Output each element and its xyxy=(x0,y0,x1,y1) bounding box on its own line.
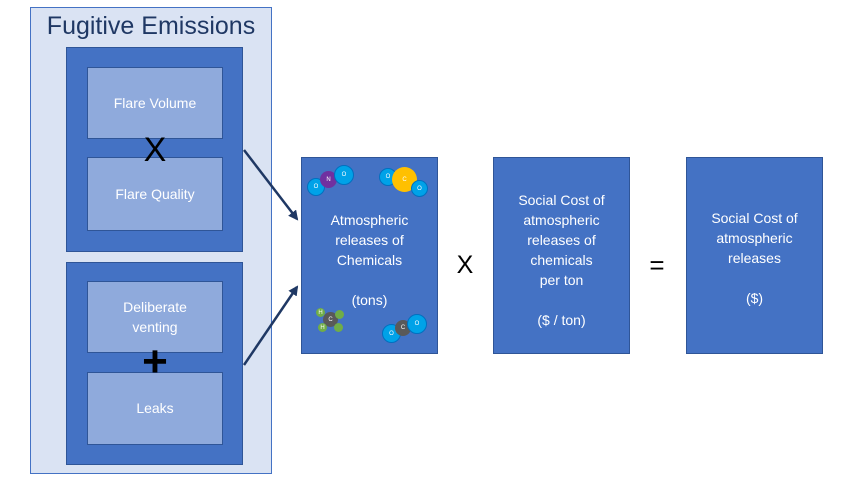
multiply-operator: X xyxy=(456,251,474,279)
releases-unit: (tons) xyxy=(351,292,388,308)
leaks-box: Leaks xyxy=(87,372,223,445)
leaks-label: Leaks xyxy=(136,400,174,417)
flare-volume-box: Flare Volume xyxy=(87,67,223,139)
flare-multiply-operator: X xyxy=(143,131,167,169)
ch4-molecule-icon: H C H xyxy=(316,308,346,334)
releases-line-3: Chemicals xyxy=(336,252,403,268)
co2-molecule-icon: O C O xyxy=(378,163,430,199)
venting-arrow xyxy=(242,285,299,366)
flare-volume-label: Flare Volume xyxy=(113,94,197,111)
flare-quality-label: Flare Quality xyxy=(115,185,195,202)
result-line-2: atmospheric xyxy=(716,230,793,246)
venting-label-line2: venting xyxy=(132,319,178,335)
cost-unit: ($ / ton) xyxy=(537,312,586,328)
venting-label-line1: Deliberate xyxy=(123,298,187,315)
social-cost-result-box: Social Cost of atmospheric releases ($) xyxy=(686,157,823,354)
equals-operator: = xyxy=(649,250,665,280)
result-line-1: Social Cost of xyxy=(711,210,798,226)
cost-line-5: per ton xyxy=(539,272,584,288)
social-cost-per-ton-box: Social Cost of atmospheric releases of c… xyxy=(493,157,630,354)
co2-molecule-icon-b: O C O xyxy=(382,314,428,346)
cost-line-1: Social Cost of xyxy=(518,192,605,208)
venting-plus-operator: + xyxy=(142,337,168,386)
result-unit: ($) xyxy=(745,290,764,306)
flare-arrow xyxy=(243,149,299,221)
deliberate-venting-box: Deliberate venting xyxy=(87,281,223,353)
no2-molecule-icon: O N O xyxy=(306,164,356,198)
cost-line-4: chemicals xyxy=(530,252,593,268)
cost-line-3: releases of xyxy=(527,232,596,248)
releases-line-1: Atmospheric xyxy=(330,212,409,228)
panel-title: Fugitive Emissions xyxy=(46,12,256,40)
cost-line-2: atmospheric xyxy=(523,212,600,228)
result-line-3: releases xyxy=(728,250,781,266)
releases-line-2: releases of xyxy=(335,232,404,248)
flare-quality-box: Flare Quality xyxy=(87,157,223,231)
atmospheric-releases-box: Atmospheric releases of Chemicals (tons)… xyxy=(301,157,438,354)
